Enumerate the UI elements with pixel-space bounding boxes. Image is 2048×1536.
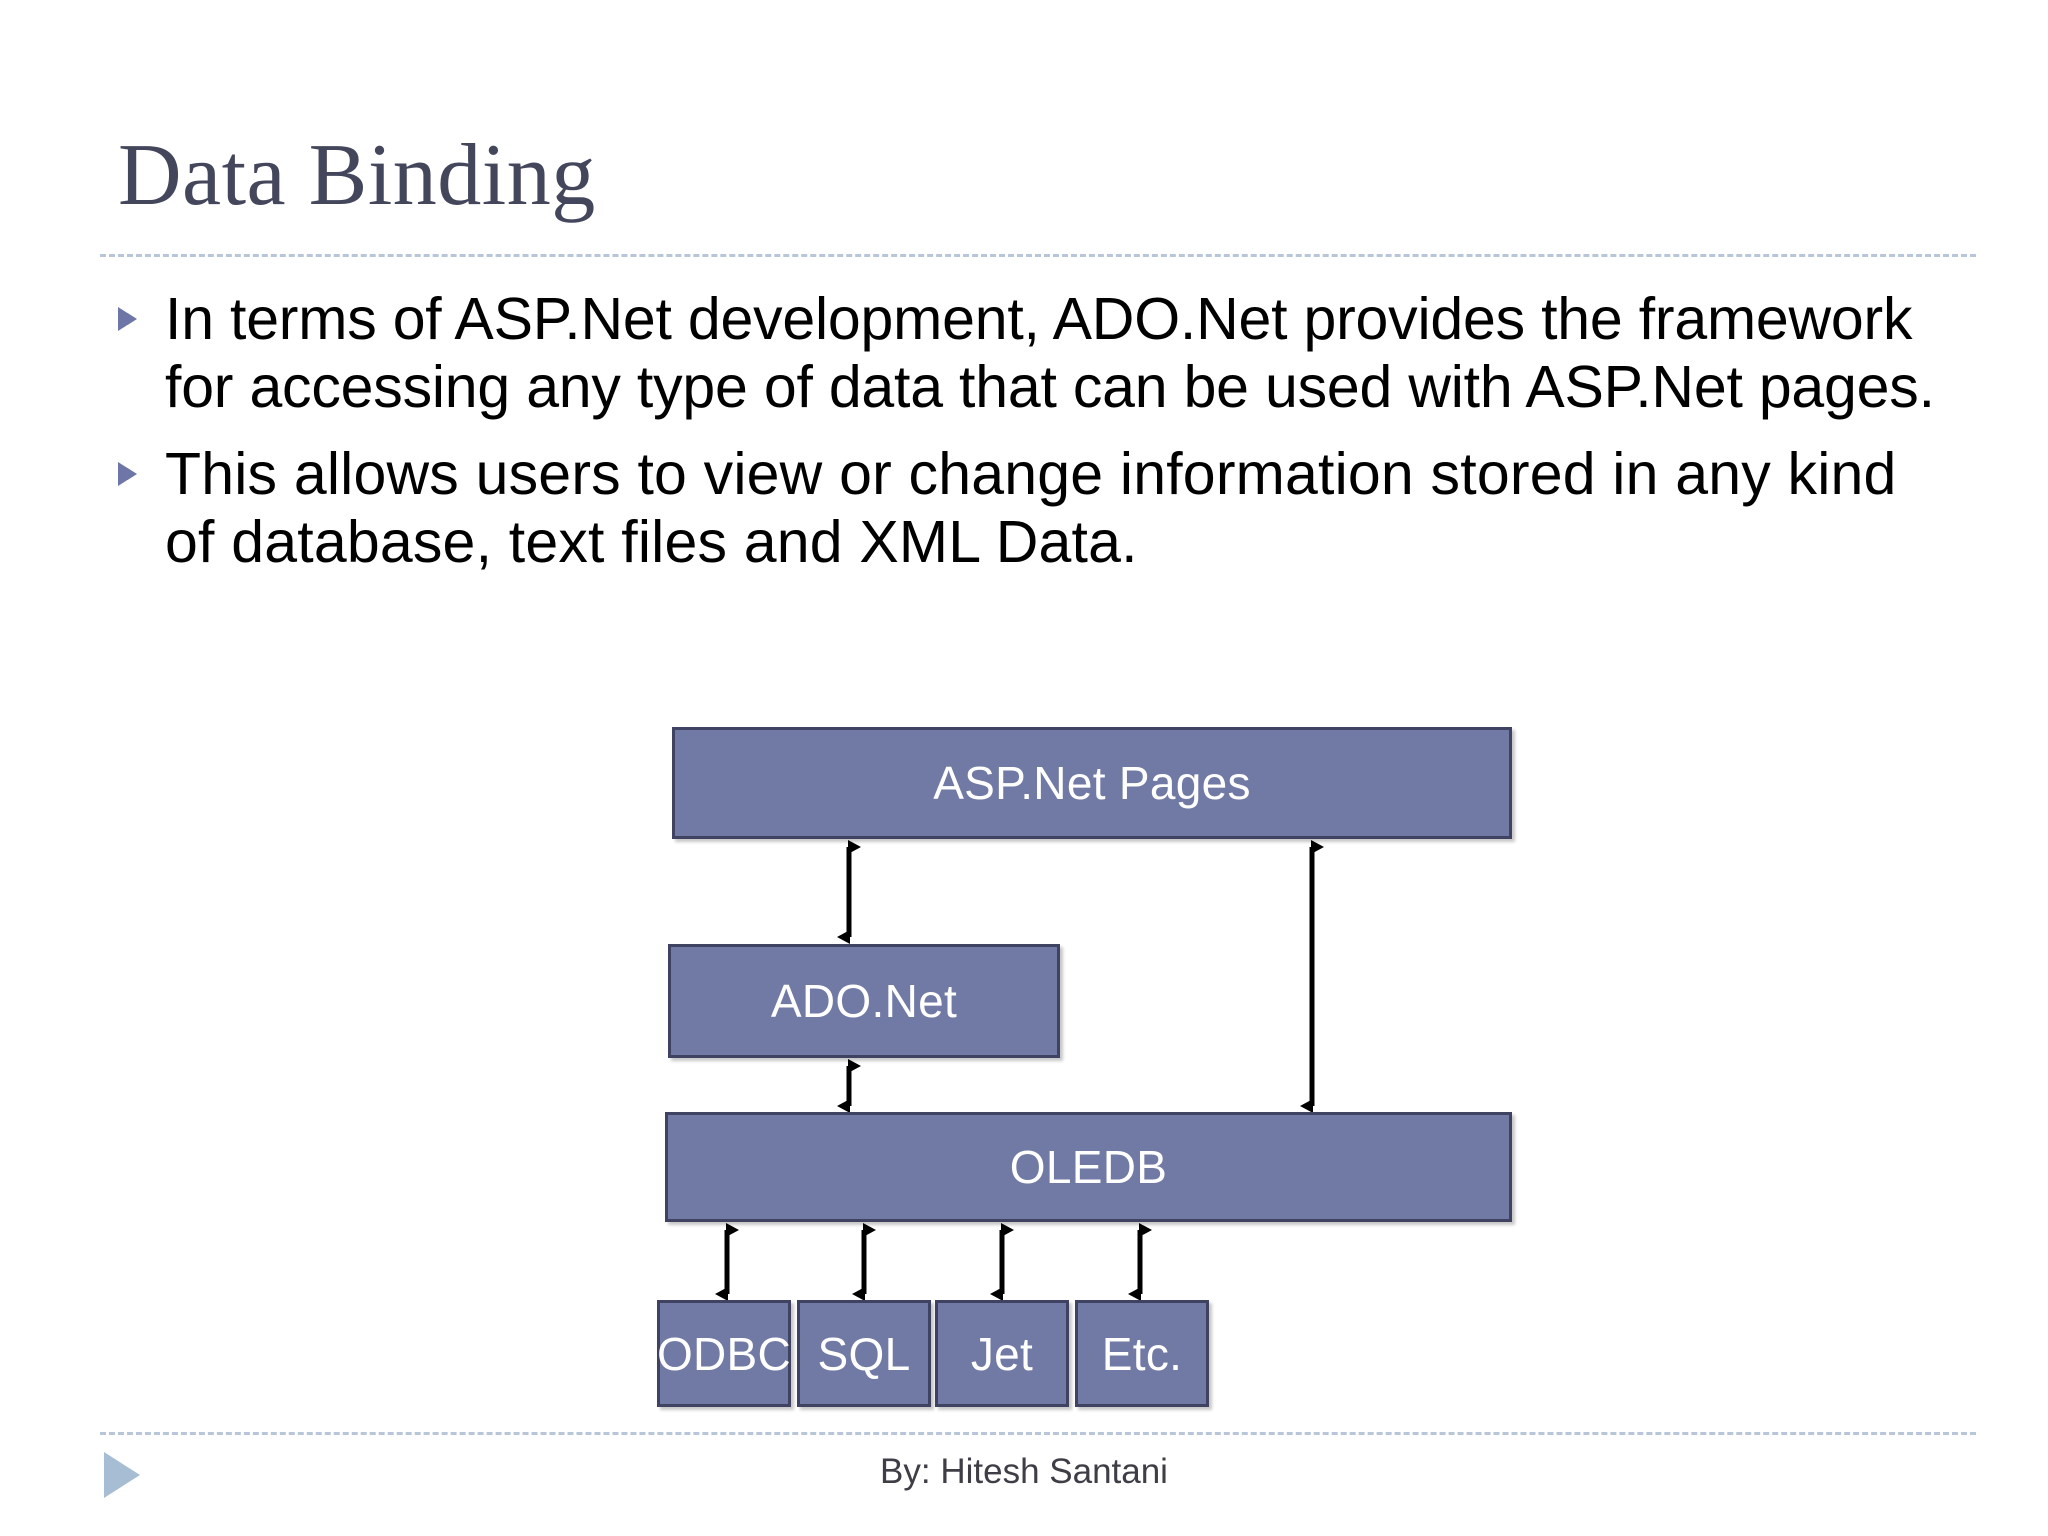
footer-divider: [100, 1432, 1976, 1435]
triangle-footer-icon: [104, 1452, 140, 1498]
bullet-text: In terms of ASP.Net development, ADO.Net…: [165, 286, 1935, 421]
diagram-box-odbc: ODBC: [657, 1300, 791, 1407]
diagram-box-adonet: ADO.Net: [668, 944, 1060, 1058]
title-divider: [100, 254, 1976, 257]
list-item: In terms of ASP.Net development, ADO.Net…: [118, 285, 1938, 422]
page-title: Data Binding: [118, 127, 596, 224]
triangle-bullet-icon: [118, 307, 137, 331]
diagram-box-aspnet-pages: ASP.Net Pages: [672, 727, 1512, 839]
footer-credit: By: Hitesh Santani: [880, 1452, 1168, 1491]
diagram-box-jet: Jet: [935, 1300, 1069, 1407]
diagram-box-etc: Etc.: [1075, 1300, 1209, 1407]
bullet-list: In terms of ASP.Net development, ADO.Net…: [118, 285, 1938, 595]
triangle-bullet-icon: [118, 461, 137, 486]
bullet-text: This allows users to view or change info…: [165, 440, 1897, 576]
diagram-box-oledb: OLEDB: [665, 1112, 1512, 1222]
diagram-box-sql: SQL: [797, 1300, 931, 1407]
list-item: This allows users to view or change info…: [118, 440, 1938, 577]
